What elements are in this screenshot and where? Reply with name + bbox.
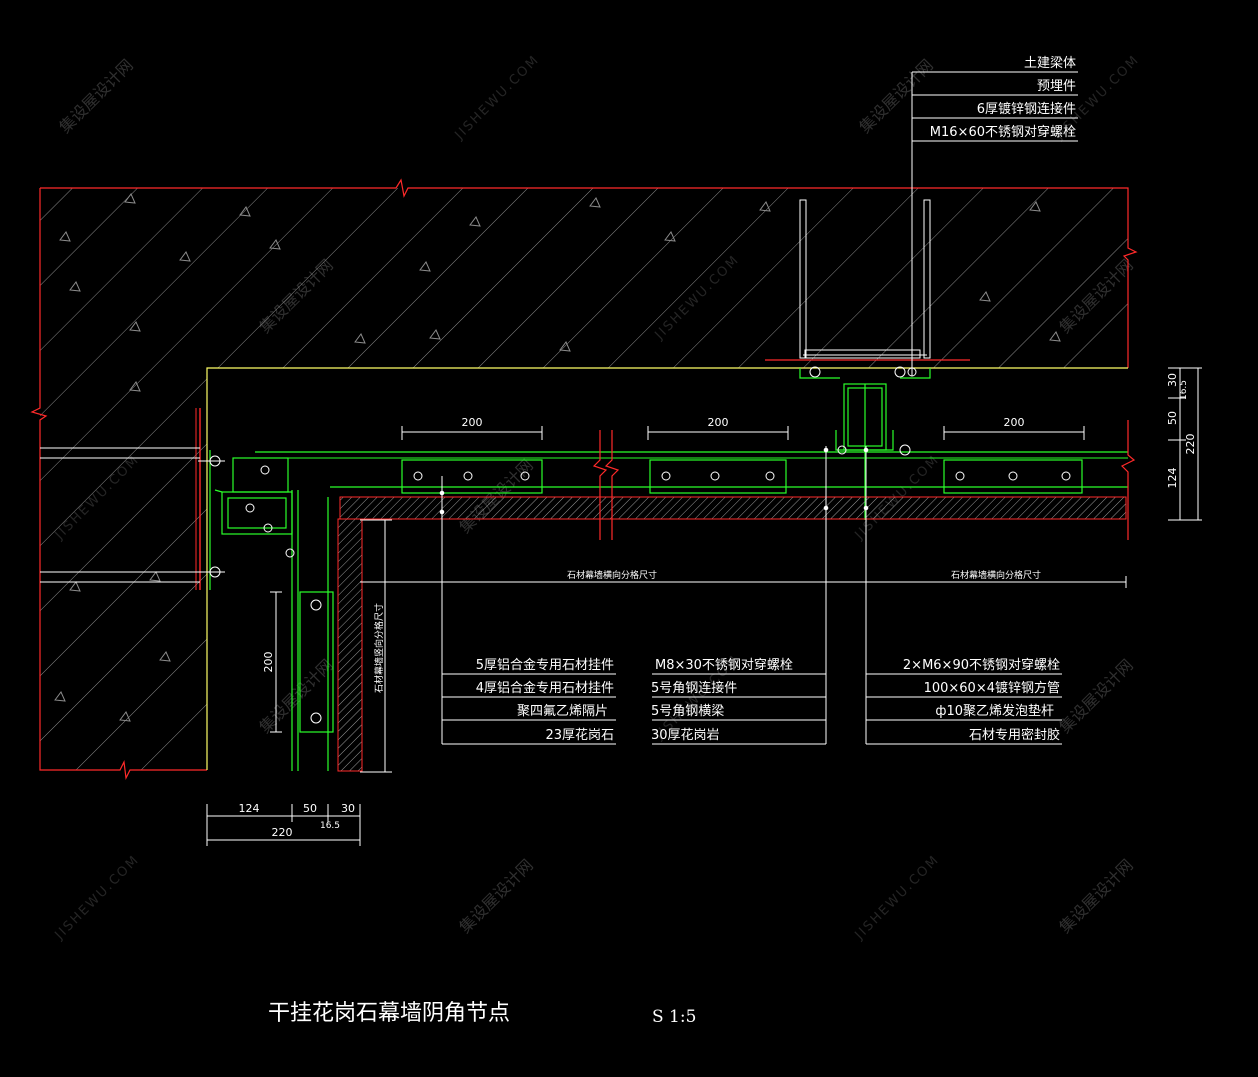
dim-spacing-3: 200	[1004, 416, 1025, 429]
watermark-text: 集设屋设计网	[455, 455, 536, 536]
leader-lines	[439, 71, 1078, 745]
dim-right-124: 124	[1166, 468, 1179, 489]
watermark-text: 集设屋设计网	[455, 855, 536, 936]
drawing-title: 干挂花岗石幕墙阴角节点	[268, 1001, 510, 1026]
dim-bottom-30: 30	[341, 802, 355, 815]
concrete-beam-column	[30, 178, 1138, 781]
label-square-tube: 100×60×4镀锌钢方管	[924, 680, 1060, 696]
label-sealant: 石材专用密封胶	[969, 727, 1060, 743]
drawing-scale: S 1:5	[652, 1007, 696, 1027]
label-hanger-5mm: 5厚铝合金专用石材挂件	[476, 657, 614, 673]
dim-right-220: 220	[1184, 434, 1197, 455]
dim-bottom-50: 50	[303, 802, 317, 815]
dim-spacing-1: 200	[462, 416, 483, 429]
title-block: 干挂花岗石幕墙阴角节点 S 1:5	[268, 1001, 696, 1027]
leader-labels-top: 土建梁体 预埋件 6厚镀锌钢连接件 M16×60不锈钢对穿螺栓	[930, 56, 1076, 140]
dim-right-50: 50	[1166, 411, 1179, 425]
leader-labels-mid: M8×30不锈钢对穿螺栓 5号角钢连接件 5号角钢横梁 30厚花岗岩	[651, 657, 793, 743]
label-connector: 6厚镀锌钢连接件	[977, 101, 1076, 117]
label-bolt-m8: M8×30不锈钢对穿螺栓	[655, 657, 793, 673]
watermark-text: JISHEWU.COM	[52, 852, 143, 943]
dim-right-16-5: 16.5	[1179, 380, 1189, 400]
dim-bottom-124: 124	[239, 802, 260, 815]
label-granite-30: 30厚花岗岩	[651, 727, 720, 743]
label-bolt-m6: 2×M6×90不锈钢对穿螺栓	[903, 657, 1060, 673]
label-angle-connector: 5号角钢连接件	[651, 680, 737, 696]
vertical-stone-panel	[40, 447, 363, 772]
watermark-text: JISHEWU.COM	[452, 52, 543, 143]
label-embed: 预埋件	[1037, 79, 1076, 94]
label-angle-beam: 5号角钢横梁	[651, 704, 724, 719]
watermark-text: 集设屋设计网	[55, 55, 136, 136]
dimension-texts: 200 200 200 石材幕墙横向分格尺寸 石材幕墙横向分格尺寸 石材幕墙竖向…	[239, 373, 1198, 839]
dim-bottom-220: 220	[272, 826, 293, 839]
horizontal-stone-panel	[255, 420, 1136, 540]
watermark-text: 集设屋设计网	[855, 55, 936, 136]
watermark-text: 集设屋设计网	[1055, 855, 1136, 936]
label-bolt-m16: M16×60不锈钢对穿螺栓	[930, 124, 1076, 140]
dim-vert-module: 石材幕墙竖向分格尺寸	[373, 603, 385, 693]
dim-vertical-200: 200	[262, 652, 275, 673]
dim-spacing-2: 200	[708, 416, 729, 429]
dim-horiz-module-2: 石材幕墙横向分格尺寸	[951, 569, 1041, 581]
label-beam: 土建梁体	[1024, 56, 1076, 71]
dim-bottom-16-5: 16.5	[320, 821, 340, 831]
dim-horiz-module-1: 石材幕墙横向分格尺寸	[567, 569, 657, 581]
label-foam-rod: ф10聚乙烯发泡垫杆	[935, 703, 1054, 719]
dim-right-30: 30	[1166, 373, 1179, 387]
anchor-bolts-top	[799, 199, 931, 378]
watermark-text: JISHEWU.COM	[852, 852, 943, 943]
leader-labels-right: 2×M6×90不锈钢对穿螺栓 100×60×4镀锌钢方管 ф10聚乙烯发泡垫杆 …	[903, 657, 1060, 743]
label-granite-23: 23厚花岗石	[545, 727, 614, 743]
leader-labels-left: 5厚铝合金专用石材挂件 4厚铝合金专用石材挂件 聚四氟乙烯隔片 23厚花岗石	[476, 657, 614, 743]
label-hanger-4mm: 4厚铝合金专用石材挂件	[476, 680, 614, 696]
watermark-text: 集设屋设计网	[1055, 655, 1136, 736]
label-ptfe: 聚四氟乙烯隔片	[517, 704, 608, 719]
